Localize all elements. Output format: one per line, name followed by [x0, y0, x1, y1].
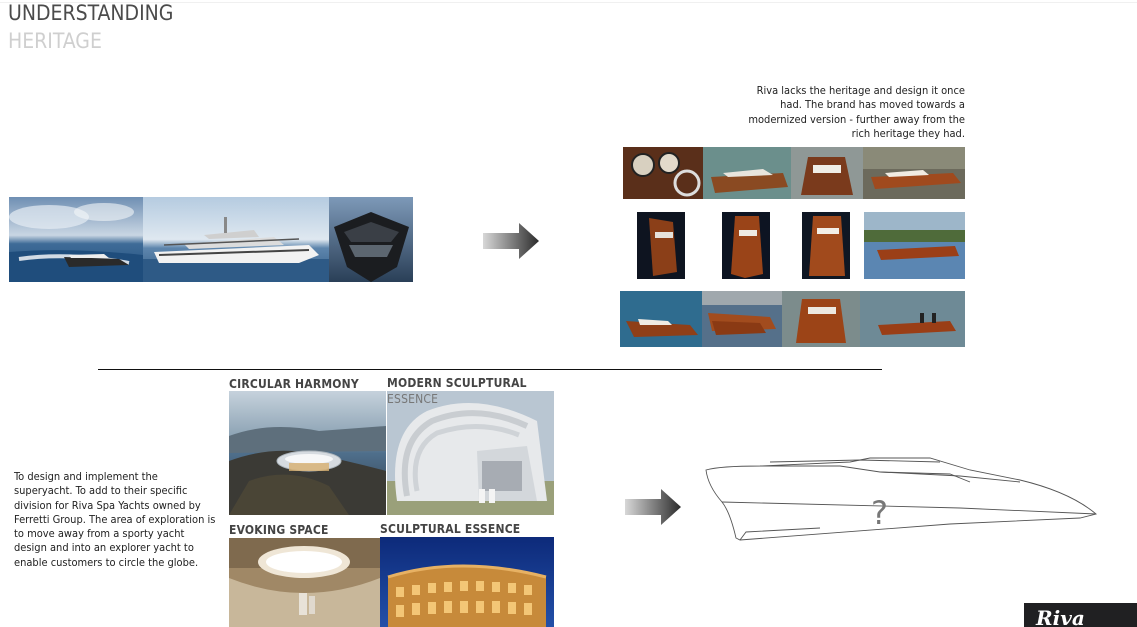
label-sculptural-essence: SCULPTURAL ESSENCE [380, 522, 521, 536]
modern-sculptural-image [387, 391, 554, 515]
yacht-sketch [700, 452, 1100, 547]
page-subtitle: HERITAGE [8, 29, 102, 53]
page-title: UNDERSTANDING [8, 1, 174, 25]
evoking-space-image [229, 538, 380, 627]
sculptural-essence-image [380, 537, 554, 627]
label-evoking-space: EVOKING SPACE [229, 523, 329, 537]
classic-boat-collage-row2 [637, 212, 965, 279]
classic-boat-collage-row3 [620, 291, 965, 347]
label-modern-sculptural-essence: ESSENCE [387, 392, 439, 406]
classic-boat-collage-row1 [623, 147, 965, 199]
logo-text: Riva [1036, 606, 1085, 627]
label-modern-sculptural: MODERN SCULPTURAL [387, 376, 527, 390]
section-divider [98, 369, 882, 370]
question-mark: ? [871, 494, 888, 532]
project-description: To design and implement the superyacht. … [14, 470, 216, 569]
label-circular-harmony: CIRCULAR HARMONY [229, 377, 359, 391]
arrow-right-icon [625, 489, 683, 525]
riva-logo: Riva [1024, 603, 1137, 627]
arrow-right-icon [483, 223, 541, 259]
modern-yacht-strip [9, 197, 413, 282]
top-rule [0, 2, 1137, 3]
heritage-description: Riva lacks the heritage and design it on… [748, 84, 965, 140]
circular-harmony-image [229, 391, 386, 515]
